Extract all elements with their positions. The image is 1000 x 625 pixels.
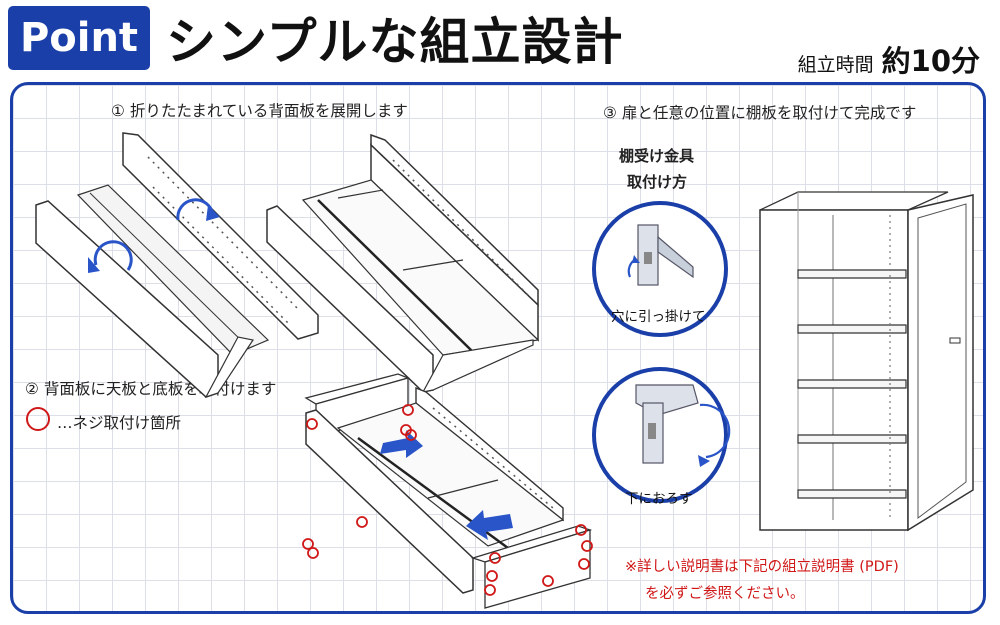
pdf-note-line1: ※詳しい説明書は下記の組立説明書 (PDF) [625,559,899,575]
unfolded-back-panel-illustration [266,133,540,393]
completed-cabinet-illustration [759,191,974,532]
bracket-caption-lower: 下におろす [625,491,693,507]
screw-marker-legend-icon [26,407,50,431]
step3-label: ③ 扉と任意の位置に棚板を取付けて完成です [603,104,917,122]
step1-label: ① 折りたたまれている背面板を展開します [111,102,408,120]
assembly-time: 組立時間約10分 [798,38,980,80]
instruction-panel: ① 折りたたまれている背面板を展開します ② 背面板に天板と底板を取付けます ③… [10,82,986,614]
screw-markers [302,404,593,596]
bracket-heading-line2: 取付け方 [627,173,688,191]
folded-back-panel-illustration [35,132,319,399]
attach-top-bottom-illustration [302,373,593,609]
assembly-time-label: 組立時間 [797,54,874,76]
bracket-detail-lower-illustration [592,367,731,503]
bracket-detail-hook-illustration [592,201,728,337]
bracket-heading-line1: 棚受け金具 [619,147,695,165]
pdf-note-line2: を必ずご参照ください。 [645,586,805,602]
bracket-caption-hook: 穴に引っ掛けて [611,309,706,325]
point-badge: Point [8,6,150,70]
assembly-time-value: 約10分 [881,44,980,78]
page-title: シンプルな組立設計 [166,13,624,71]
screw-legend-label: …ネジ取付け箇所 [57,414,182,432]
step2-label: ② 背面板に天板と底板を取付けます [25,380,277,398]
